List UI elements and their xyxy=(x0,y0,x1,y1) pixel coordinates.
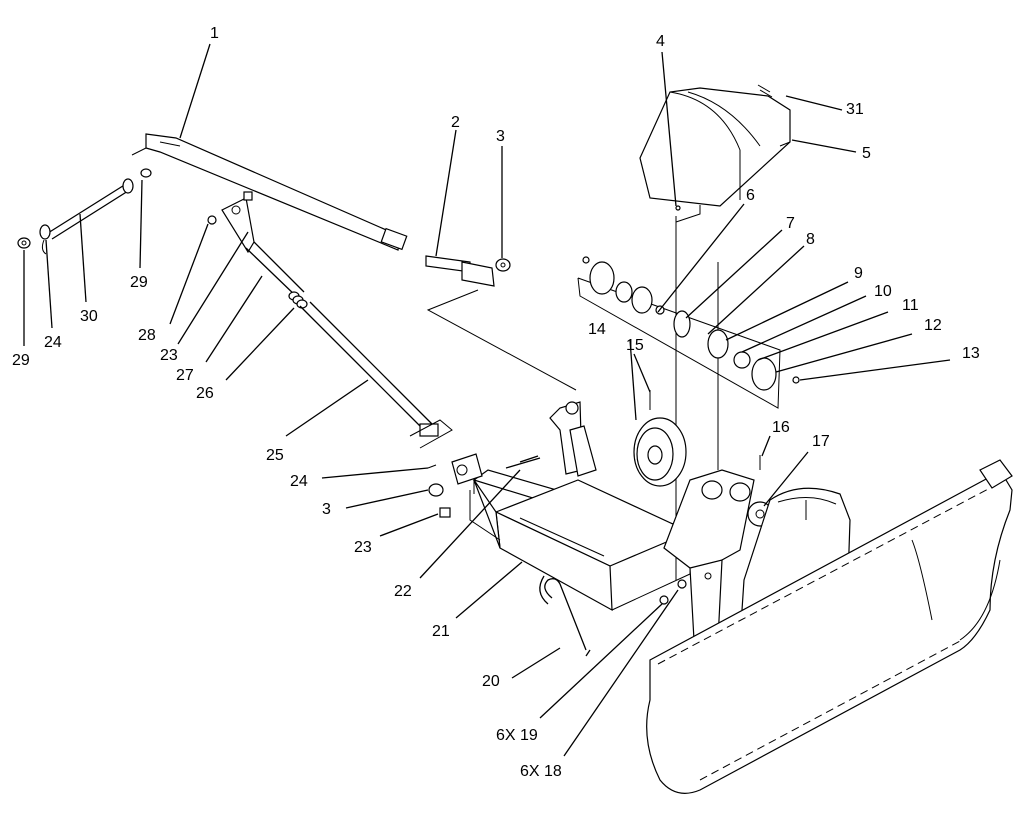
pulley xyxy=(633,390,687,487)
label-29-left: 29 xyxy=(12,352,30,369)
belt-guard xyxy=(639,84,791,230)
label-8: 8 xyxy=(806,231,815,248)
assembly-reference-lines xyxy=(131,147,781,580)
label-6x18: 6X 18 xyxy=(520,763,562,780)
label-16: 16 xyxy=(772,419,790,436)
bearing-assembly xyxy=(582,256,800,391)
label-22: 22 xyxy=(394,583,412,600)
label-5: 5 xyxy=(862,145,871,162)
label-15: 15 xyxy=(626,337,644,354)
label-24-mid: 24 xyxy=(290,473,308,490)
label-17: 17 xyxy=(812,433,830,450)
spring-coil xyxy=(288,291,308,309)
axle-shaft xyxy=(17,168,152,255)
label-27: 27 xyxy=(176,367,194,384)
label-14: 14 xyxy=(588,321,606,338)
label-21: 21 xyxy=(432,623,450,640)
label-31: 31 xyxy=(846,101,864,118)
plow-blade xyxy=(646,459,1013,794)
label-24-left: 24 xyxy=(44,334,62,351)
label-4: 4 xyxy=(656,33,665,50)
label-20: 20 xyxy=(482,673,500,690)
label-9: 9 xyxy=(854,265,863,282)
label-6: 6 xyxy=(746,187,755,204)
label-10: 10 xyxy=(874,283,892,300)
label-1: 1 xyxy=(210,25,219,42)
lift-arm xyxy=(207,191,453,449)
label-23-mid: 23 xyxy=(354,539,372,556)
label-23-top: 23 xyxy=(160,347,178,364)
label-30: 30 xyxy=(80,308,98,325)
label-25: 25 xyxy=(266,447,284,464)
part-number-labels: 1 2 3 4 31 5 6 7 8 9 10 11 12 13 14 15 1… xyxy=(12,25,980,780)
label-28: 28 xyxy=(138,327,156,344)
mounting-frame xyxy=(451,401,692,612)
side-plate xyxy=(663,469,755,641)
leader-lines xyxy=(23,43,951,757)
label-26: 26 xyxy=(196,385,214,402)
label-6x19: 6X 19 xyxy=(496,727,538,744)
label-12: 12 xyxy=(924,317,942,334)
label-3: 3 xyxy=(496,128,505,145)
label-29-right: 29 xyxy=(130,274,148,291)
label-7: 7 xyxy=(786,215,795,232)
small-hardware xyxy=(427,205,687,605)
label-2: 2 xyxy=(451,114,460,131)
label-13: 13 xyxy=(962,345,980,362)
label-11: 11 xyxy=(902,297,919,314)
handle xyxy=(539,575,591,657)
label-3-mid: 3 xyxy=(322,501,331,518)
lift-rod xyxy=(145,133,511,287)
